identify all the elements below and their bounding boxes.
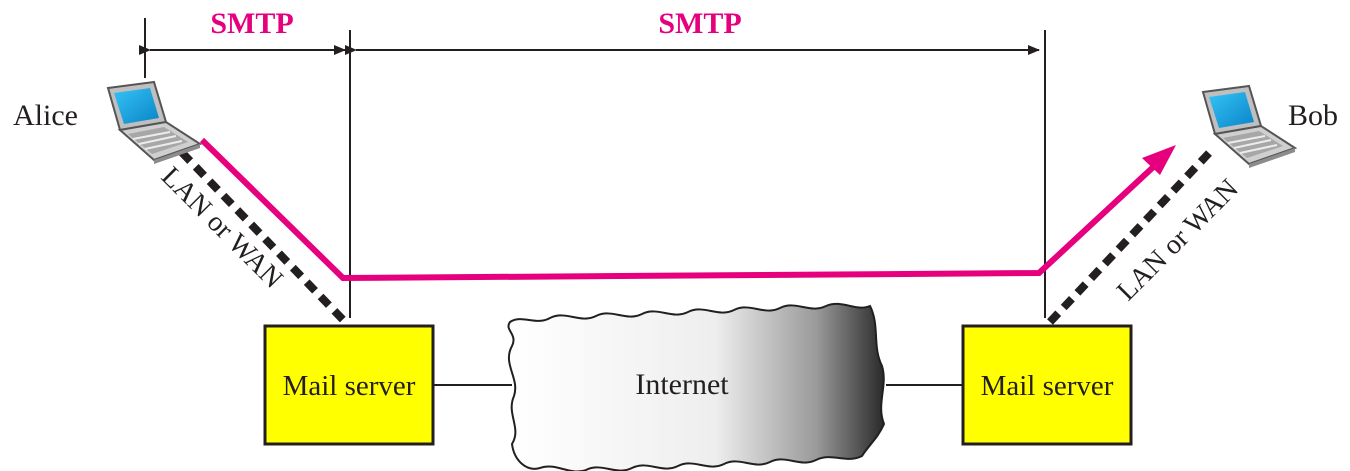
alice-label: Alice (13, 99, 78, 132)
smtp-left-label: SMTP (210, 7, 293, 40)
smtp-message-path (199, 137, 1166, 282)
cloud-icon (507, 302, 886, 471)
smtp-path-arrowhead (1142, 145, 1176, 175)
bob-label: Bob (1288, 99, 1338, 132)
right-mail-server-label: Mail server (981, 370, 1114, 402)
right-mail-server: Mail server (961, 324, 1133, 446)
left-mail-server-label: Mail server (283, 370, 416, 402)
right-link-label: LAN or WAN (1111, 173, 1245, 307)
left-lan-link (165, 135, 351, 328)
left-mail-server: Mail server (263, 324, 435, 446)
laptop-icon (1201, 84, 1298, 168)
internet-label: Internet (635, 368, 729, 401)
laptop-icon (106, 80, 203, 164)
smtp-middle-label: SMTP (658, 7, 741, 40)
left-link-label: LAN or WAN (155, 161, 289, 295)
